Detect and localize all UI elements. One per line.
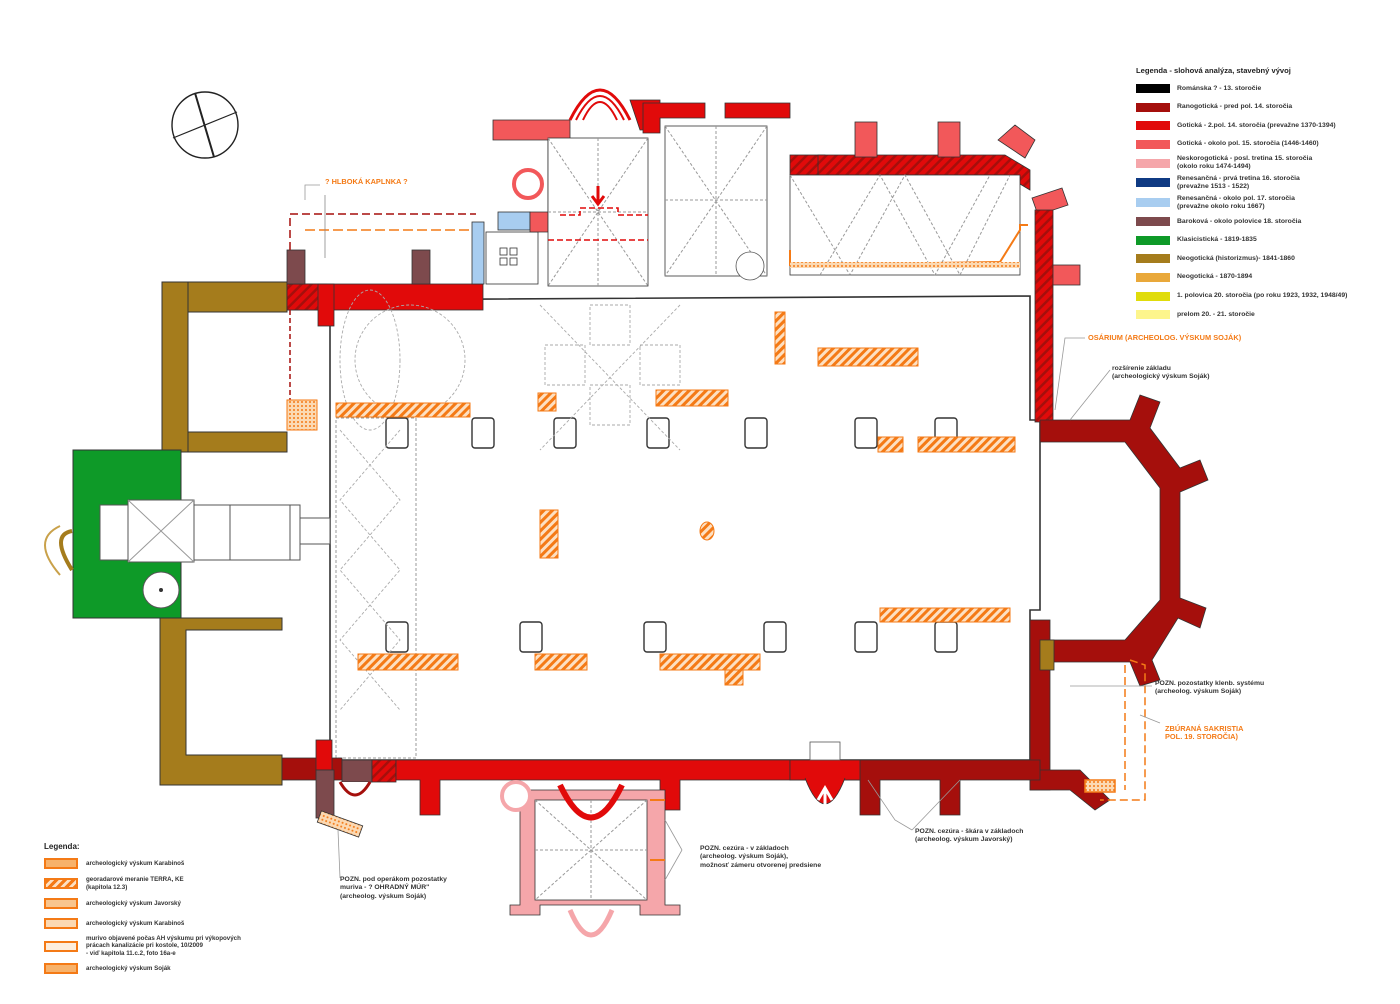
style-legend-item: Gotická - 2.pol. 14. storočia (prevažne …: [1136, 118, 1386, 133]
archeology-legend-item: murivo objavené počas AH výskumu pri výk…: [44, 935, 274, 957]
north-chapel-gothic15: [492, 88, 661, 287]
annotation-cezura-sojak: POZN. cezúra - v základoch (archeolog. v…: [700, 845, 822, 869]
annotation-leaders: [304, 184, 1161, 881]
archeo-hatched-strips: [286, 311, 1016, 686]
legend-swatch: [1136, 158, 1170, 168]
style-legend-item: Gotická - okolo pol. 15. storočia (1446-…: [1136, 137, 1386, 152]
legend-swatch: [44, 963, 78, 975]
annotation-cezura-javorsky: POZN. cezúra - škára v základoch (archeo…: [915, 828, 1024, 844]
legend-swatch: [1136, 198, 1170, 208]
nave-piers: [385, 417, 958, 653]
style-legend-item: Renesančná - prvá tretina 16. storočia (…: [1136, 175, 1386, 191]
archeology-legend-item: archeologický výskum Soják: [44, 960, 274, 977]
legend-label: Ranogotická - pred pol. 14. storočia: [1177, 103, 1293, 111]
west-gallery: [229, 417, 417, 759]
legend-label: Renesančná - okolo pol. 17. storočia (pr…: [1177, 194, 1295, 210]
style-legend-item: Neogotická - 1870-1894: [1136, 270, 1386, 285]
legend-label: Neskorogotická - posl. tretina 15. storo…: [1177, 155, 1313, 171]
legend-swatch: [44, 940, 78, 952]
west-chapels-neogothic: [159, 281, 288, 786]
legend-label: archeologický výskum Karabinoš: [86, 859, 185, 867]
legend-swatch: [1136, 217, 1170, 227]
style-legend-item: 1. polovica 20. storočia (po roku 1923, …: [1136, 289, 1386, 304]
legend-swatch: [1136, 102, 1170, 112]
style-legend-item: Ranogotická - pred pol. 14. storočia: [1136, 100, 1386, 115]
archeology-legend-item: georadarové meranie TERRA, KE (kapitola …: [44, 875, 274, 892]
style-legend-item: Renesančná - okolo pol. 17. storočia (pr…: [1136, 195, 1386, 211]
legend-swatch: [1136, 254, 1170, 264]
legend-swatch: [44, 878, 78, 889]
annotation-ohradny-mur: POZN. pod operákom pozostatky muriva - ?…: [340, 876, 447, 900]
south-porch-late-gothic: [500, 780, 681, 938]
renaissance-stair-walls: [471, 211, 539, 285]
legend-swatch: [1136, 310, 1170, 320]
legend-label: 1. polovica 20. storočia (po roku 1923, …: [1177, 292, 1348, 300]
legend-swatch: [1136, 272, 1170, 282]
archeology-legend-title: Legenda:: [44, 842, 80, 851]
demolished-sacristy-outline: [1084, 659, 1146, 801]
style-legend-title: Legenda - slohová analýza, stavebný vývo…: [1136, 66, 1291, 75]
legend-swatch: [1136, 121, 1170, 131]
annotation-zburana-sakristia: ZBÚRANÁ SAKRISTIA POL. 19. STOROČIA): [1165, 724, 1244, 742]
style-legend: Legenda - slohová analýza, stavebný vývo…: [1136, 66, 1386, 326]
legend-swatch: [44, 898, 78, 909]
presbytery-early-gothic: [1029, 394, 1209, 811]
legend-label: Baroková - okolo polovice 18. storočia: [1177, 217, 1302, 225]
style-legend-item: Baroková - okolo polovice 18. storočia: [1136, 214, 1386, 229]
legend-label: Románska ? - 13. storočie: [1177, 84, 1262, 92]
style-legend-item: Klasicistická - 1819-1835: [1136, 233, 1386, 248]
legend-swatch: [1136, 291, 1170, 301]
legend-swatch: [1136, 178, 1170, 188]
legend-label: Neogotická (historizmus)- 1841-1860: [1177, 254, 1295, 262]
archeology-legend-item: archeologický výskum Javorský: [44, 895, 274, 912]
archeology-legend-item: archeologický výskum Karabinoš: [44, 915, 274, 932]
legend-label: archeologický výskum Javorský: [86, 899, 181, 907]
legend-label: Gotická - 2.pol. 14. storočia (prevažne …: [1177, 121, 1336, 129]
legend-label: Gotická - okolo pol. 15. storočia (1446-…: [1177, 140, 1319, 148]
annotation-osarium: OSÁRIUM (ARCHEOLOG. VÝSKUM SOJÁK): [1088, 333, 1242, 342]
style-legend-item: Neskorogotická - posl. tretina 15. storo…: [1136, 155, 1386, 171]
south-wall: [281, 739, 1041, 838]
legend-swatch: [44, 918, 78, 929]
legend-label: Klasicistická - 1819-1835: [1177, 236, 1257, 244]
style-legend-item: Neogotická (historizmus)- 1841-1860: [1136, 251, 1386, 266]
archeology-legend-item: archeologický výskum Karabinoš: [44, 855, 274, 872]
legend-label: archeologický výskum Soják: [86, 965, 171, 973]
legend-label: prelom 20. - 21. storočie: [1177, 310, 1255, 318]
orientation-compass-icon: [171, 91, 239, 159]
legend-swatch: [1136, 139, 1170, 149]
legend-label: archeologický výskum Karabinoš: [86, 919, 185, 927]
annotation-klenb-system: POZN. pozostatky klenb. systému (archeol…: [1155, 680, 1265, 696]
nave-outline: [329, 295, 1041, 761]
legend-swatch: [44, 858, 78, 869]
legend-swatch: [1136, 235, 1170, 245]
style-legend-item: Románska ? - 13. storočie: [1136, 81, 1386, 96]
annotation-rozsirenie-zakladu: rozšírenie základu (archeologický výskum…: [1112, 365, 1210, 381]
legend-label: Renesančná - prvá tretina 16. storočia (…: [1177, 174, 1300, 190]
vault-ribs: [339, 289, 681, 711]
north-sacristy: [642, 102, 791, 281]
northeast-chapel: [789, 121, 1081, 423]
legend-label: murivo objavené počas AH výskumu pri výk…: [86, 935, 241, 957]
legend-label: georadarové meranie TERRA, KE (kapitola …: [86, 876, 184, 891]
archeology-legend: Legenda: archeologický výskum Karabinoš g…: [44, 842, 274, 980]
west-tower-classicist: [44, 449, 301, 619]
legend-label: Neogotická - 1870-1894: [1177, 273, 1253, 281]
annotation-hlboka-kaplnka: ? HLBOKÁ KAPLNKA ?: [325, 177, 408, 186]
style-legend-item: prelom 20. - 21. storočie: [1136, 307, 1386, 322]
north-wall-gothic: [286, 249, 484, 327]
legend-swatch: [1136, 84, 1170, 93]
